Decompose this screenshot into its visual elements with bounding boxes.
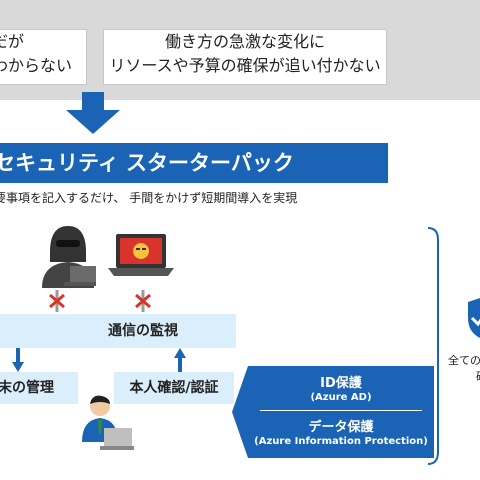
side-note-line-2: 確 [476, 368, 480, 384]
problem-left-line-1: だが [0, 32, 25, 51]
id-protection-title: ID保護 [320, 376, 362, 391]
monitoring-box: 通信の監視 [0, 314, 236, 348]
shield-icon [468, 298, 480, 338]
problem-box-left: だが わからない [0, 30, 86, 84]
monitoring-label: 通信の監視 [108, 323, 178, 339]
down-arrow-icon [66, 92, 120, 134]
side-note-line-1: 全ての [448, 354, 480, 367]
arrow-up-icon [174, 348, 186, 372]
laptop-alert-icon [108, 234, 174, 276]
bracket-icon [427, 227, 439, 465]
data-protection-sub: (Azure Information Protection) [254, 436, 428, 447]
product-panel: ID保護 (Azure AD) データ保護 (Azure Information… [232, 366, 434, 458]
problem-box-right: 働き方の急激な変化に リソースや予算の確保が追い付かない [104, 30, 386, 84]
problem-right-line-2: リソースや予算の確保が追い付かない [109, 56, 381, 75]
page-title: セキュリティ スターターパック [0, 151, 294, 175]
arrow-down-icon [12, 348, 24, 372]
data-protection-title: データ保護 [308, 420, 374, 435]
id-protection-sub: (Azure AD) [310, 392, 372, 403]
problem-left-line-2: わからない [0, 56, 73, 75]
user-laptop-icon [82, 395, 134, 450]
identity-auth-label: 本人確認/認証 [129, 380, 219, 396]
subtitle: 要事項を記入するだけ、 手間をかけず短期間導入を実現 [0, 191, 298, 205]
blocked-x-icon [49, 290, 65, 312]
device-management-box: 末の管理 [0, 372, 78, 404]
device-management-label: 末の管理 [0, 380, 54, 396]
blocked-x-icon [135, 290, 151, 312]
identity-auth-box: 本人確認/認証 [114, 372, 234, 404]
title-bar: セキュリティ スターターパック [0, 143, 388, 183]
panel-arrow-notch [232, 366, 248, 458]
problem-right-line-1: 働き方の急激な変化に [164, 32, 325, 51]
panel-divider [260, 410, 422, 411]
hacker-icon [42, 226, 96, 288]
